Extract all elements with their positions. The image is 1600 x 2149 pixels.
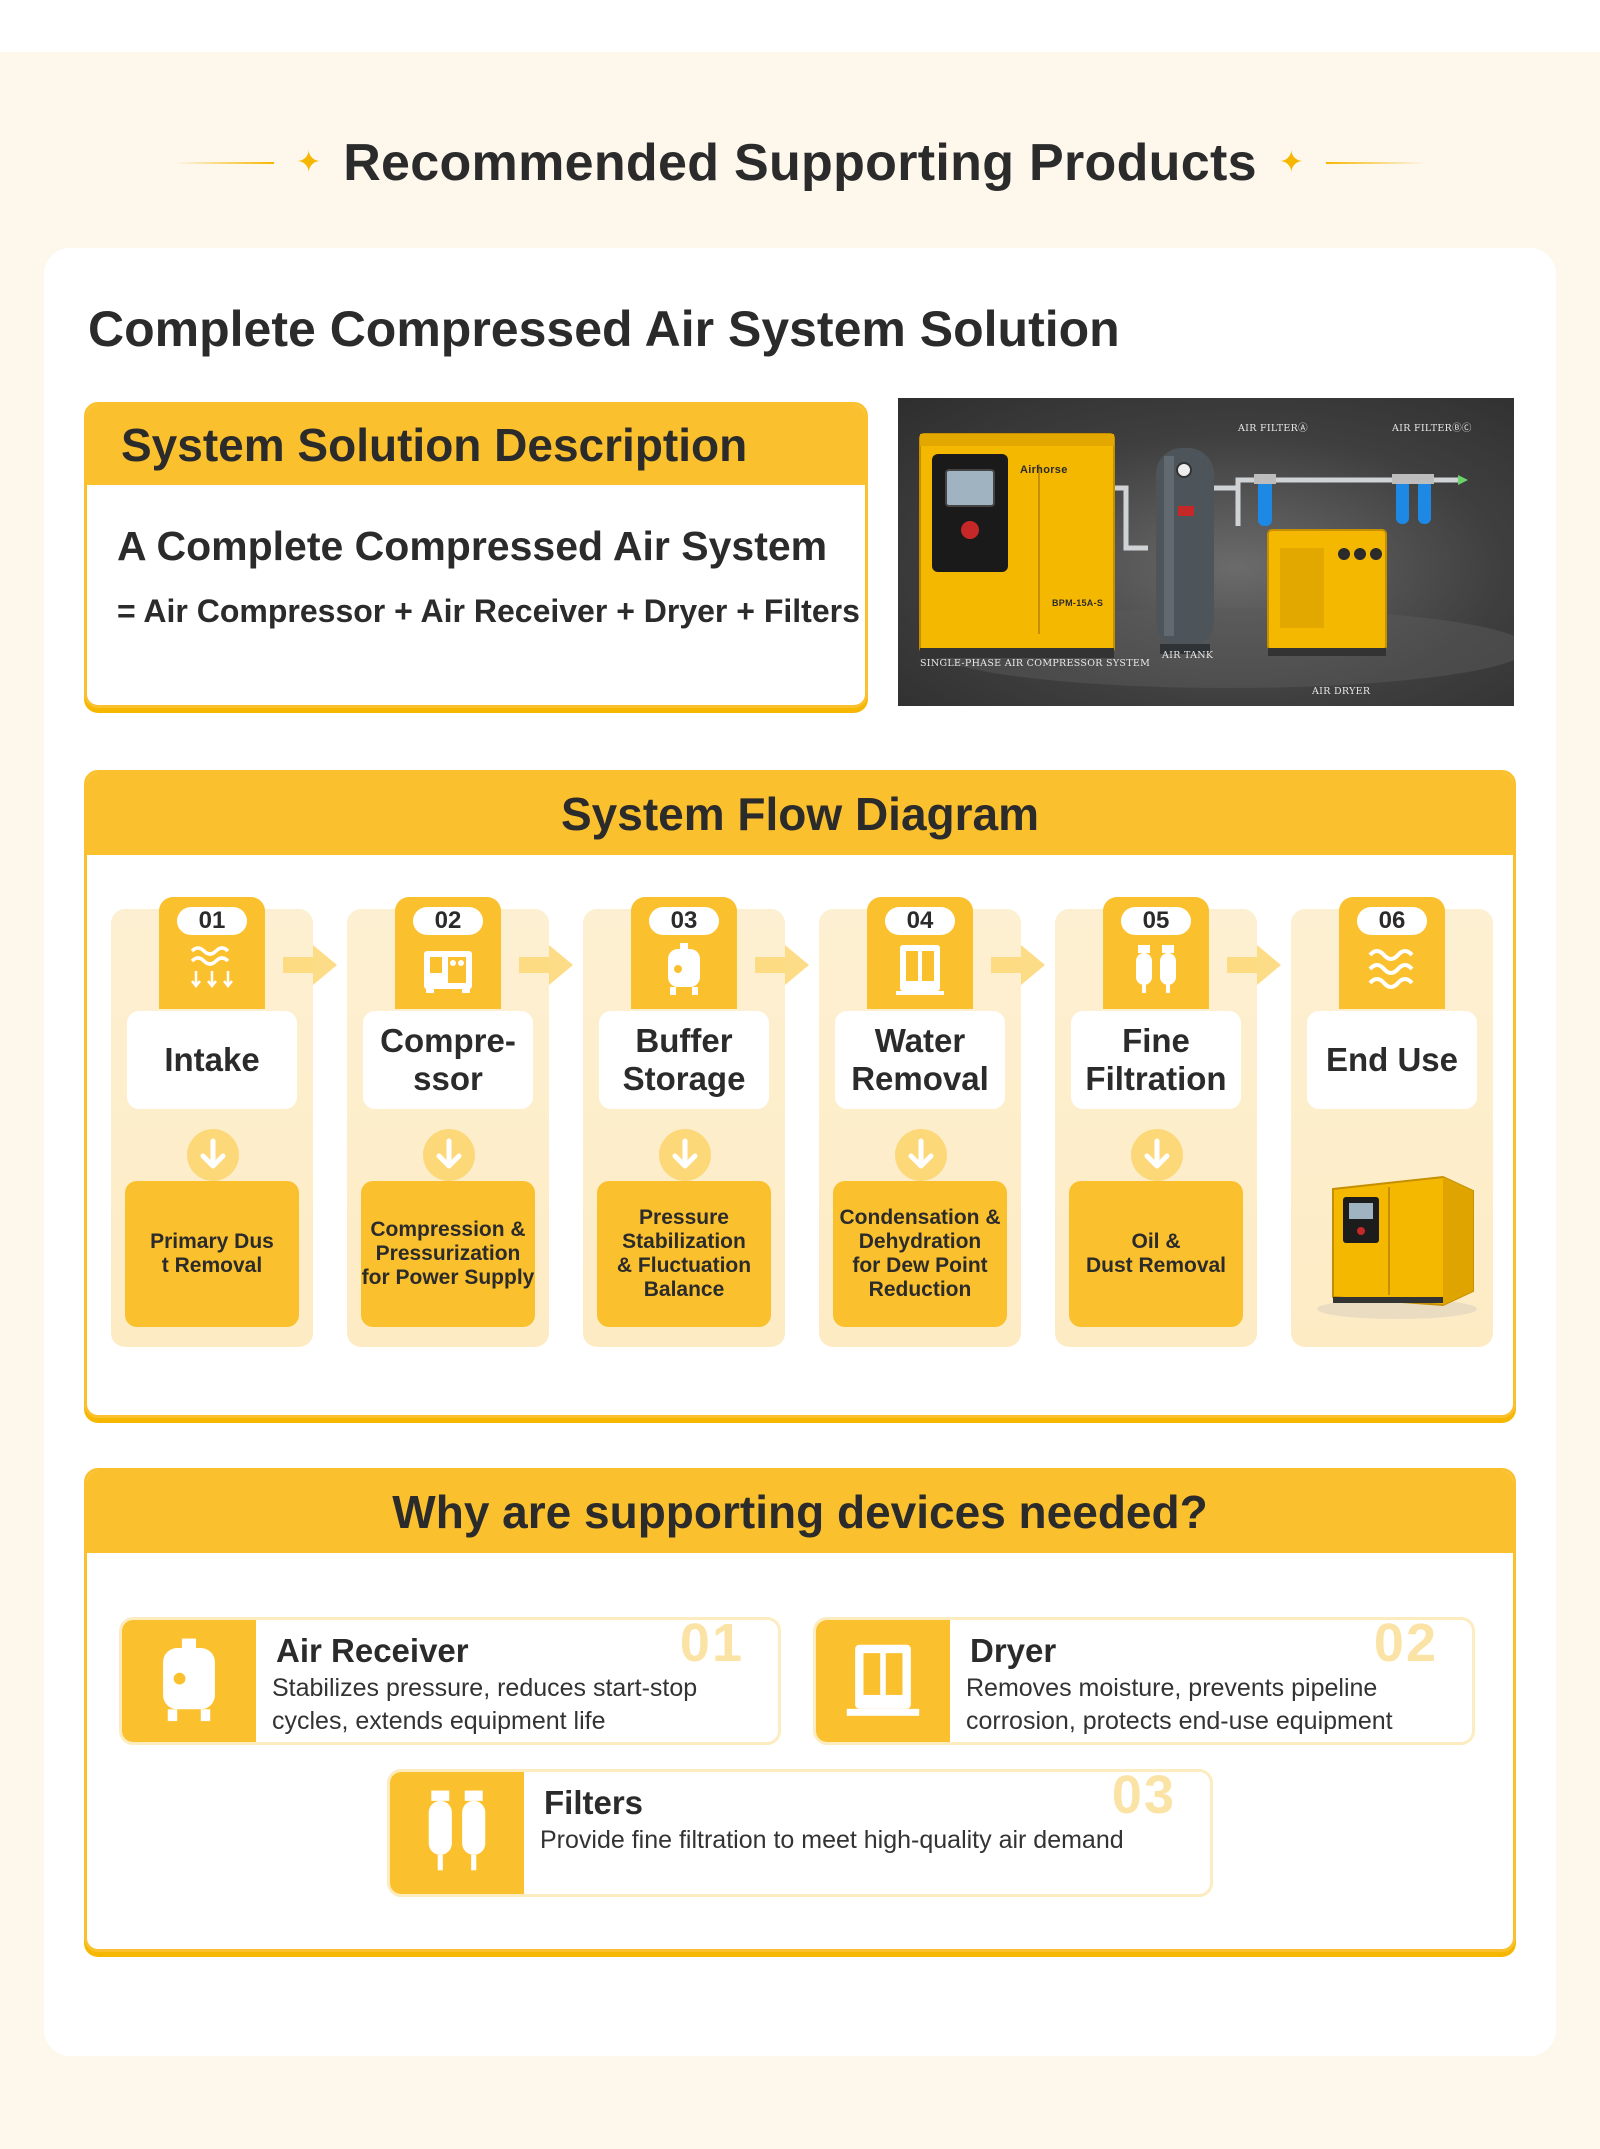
air-tank-icon — [668, 943, 700, 995]
why-number: 02 — [1373, 1617, 1438, 1673]
flow-diagram-panel: System Flow Diagram 01 Intake Primary Du… — [84, 770, 1516, 1418]
air-compressor-product-image — [1317, 1175, 1477, 1319]
solution-description-line-1: A Complete Compressed Air System — [117, 523, 828, 569]
arrow-down-icon — [187, 1129, 239, 1181]
dryer-icon — [846, 1644, 920, 1716]
why-item-text: Stabilizes pressure, reduces start-stop … — [272, 1674, 698, 1735]
air-intake-icon — [190, 946, 233, 989]
step-description: Pressure Stabilization & Fluctuation Bal… — [597, 1181, 771, 1327]
image-label-air-filter-bc: AIR FILTERⒷⒸ — [1392, 423, 1472, 434]
step-tab: 06 — [1339, 897, 1445, 1009]
why-item-name: Air Receiver — [276, 1632, 469, 1669]
sparkle-icon: ✦ — [1278, 146, 1304, 179]
step-number: 02 — [413, 907, 483, 935]
step-number: 03 — [649, 907, 719, 935]
step-label: Intake — [127, 1011, 297, 1109]
solution-description-heading: System Solution Description — [87, 405, 865, 485]
step-description: Oil & Dust Removal — [1069, 1181, 1243, 1327]
step-tab: 05 — [1103, 897, 1209, 1009]
image-label-compressor: SINGLE-PHASE AIR COMPRESSOR SYSTEM — [920, 658, 1151, 669]
image-label-model: BPM-15A-S — [1052, 598, 1104, 608]
why-heading: Why are supporting devices needed? — [87, 1471, 1513, 1553]
step-description: Compression & Pressurization for Power S… — [361, 1181, 535, 1327]
why-number: 03 — [1111, 1769, 1176, 1825]
why-card-filters: 03 Filters Provide fine filtration to me… — [387, 1769, 1213, 1897]
flow-step-fine-filtration: 05 Fine Filtration Oil & Dust Removal — [1055, 897, 1257, 1347]
why-item-text: Removes moisture, prevents pipeline corr… — [966, 1674, 1393, 1735]
image-label-air-tank: AIR TANK — [1162, 650, 1214, 661]
title-decoration-line-left — [174, 162, 275, 164]
arrow-right-icon — [283, 945, 337, 985]
arrow-right-icon — [1227, 945, 1281, 985]
page-header: ✦ Recommended Supporting Products ✦ — [0, 128, 1600, 198]
why-card-dryer: 02 Dryer Removes moisture, prevents pipe… — [813, 1617, 1475, 1745]
sparkle-icon: ✦ — [296, 146, 322, 179]
flow-step-intake: 01 Intake Primary Dus t Removal — [111, 897, 313, 1347]
system-illustration — [919, 433, 1514, 688]
step-tab: 02 — [395, 897, 501, 1009]
why-icon-box — [122, 1620, 256, 1742]
step-label: Water Removal — [835, 1011, 1005, 1109]
solution-description-box: System Solution Description A Complete C… — [84, 402, 868, 708]
arrow-down-icon — [659, 1129, 711, 1181]
arrow-down-icon — [895, 1129, 947, 1181]
solution-description-line-2: = Air Compressor + Air Receiver + Dryer … — [117, 593, 860, 629]
why-icon-box — [390, 1772, 524, 1894]
flow-step-water-removal: 04 Water Removal Condensation & Dehydrat… — [819, 897, 1021, 1347]
why-supporting-devices-panel: Why are supporting devices needed? 01 Ai… — [84, 1468, 1516, 1952]
step-label: End Use — [1307, 1011, 1477, 1109]
why-icon-box — [816, 1620, 950, 1742]
step-tab: 01 — [159, 897, 265, 1009]
arrow-down-icon — [423, 1129, 475, 1181]
top-strip — [0, 0, 1600, 52]
arrow-right-icon — [519, 945, 573, 985]
air-tank-icon — [163, 1638, 215, 1722]
arrow-down-icon — [1131, 1129, 1183, 1181]
filters-icon — [428, 1790, 486, 1871]
flow-step-compressor: 02 Compre- ssor Compression & Pressuriza… — [347, 897, 549, 1347]
image-label-brand: Airhorse — [1020, 464, 1068, 476]
dryer-icon — [896, 945, 944, 995]
step-number: 01 — [177, 907, 247, 935]
step-number: 05 — [1121, 907, 1191, 935]
image-label-air-filter-a: AIR FILTERⒶ — [1238, 423, 1308, 434]
air-flow-icon — [1368, 949, 1414, 989]
why-number: 01 — [679, 1617, 744, 1673]
step-number: 06 — [1357, 907, 1427, 935]
filters-icon — [1136, 945, 1176, 993]
compressor-icon — [424, 951, 472, 993]
flow-diagram-heading: System Flow Diagram — [87, 773, 1513, 855]
why-item-text: Provide fine filtration to meet high-qua… — [540, 1826, 1124, 1854]
arrow-right-icon — [991, 945, 1045, 985]
step-number: 04 — [885, 907, 955, 935]
step-tab: 03 — [631, 897, 737, 1009]
flow-step-end-use: 06 End Use — [1291, 897, 1493, 1347]
step-label: Buffer Storage — [599, 1011, 769, 1109]
why-item-name: Dryer — [970, 1632, 1057, 1669]
why-item-name: Filters — [544, 1784, 644, 1821]
step-label: Compre- ssor — [363, 1011, 533, 1109]
why-card-air-receiver: 01 Air Receiver Stabilizes pressure, red… — [119, 1617, 781, 1745]
step-tab: 04 — [867, 897, 973, 1009]
image-label-air-dryer: AIR DRYER — [1312, 686, 1371, 697]
flow-step-buffer-storage: 03 Buffer Storage Pressure Stabilization… — [583, 897, 785, 1347]
arrow-right-icon — [755, 945, 809, 985]
step-description: Primary Dus t Removal — [125, 1181, 299, 1327]
step-label: Fine Filtration — [1071, 1011, 1241, 1109]
system-product-image: AIR FILTERⒶ AIR FILTERⒷⒸ SINGLE-PHASE AI… — [898, 398, 1514, 706]
section-title: Complete Compressed Air System Solution — [88, 301, 1120, 357]
step-description: Condensation & Dehydration for Dew Point… — [833, 1181, 1007, 1327]
title-decoration-line-right — [1325, 162, 1426, 164]
page-title: Recommended Supporting Products — [343, 134, 1257, 192]
